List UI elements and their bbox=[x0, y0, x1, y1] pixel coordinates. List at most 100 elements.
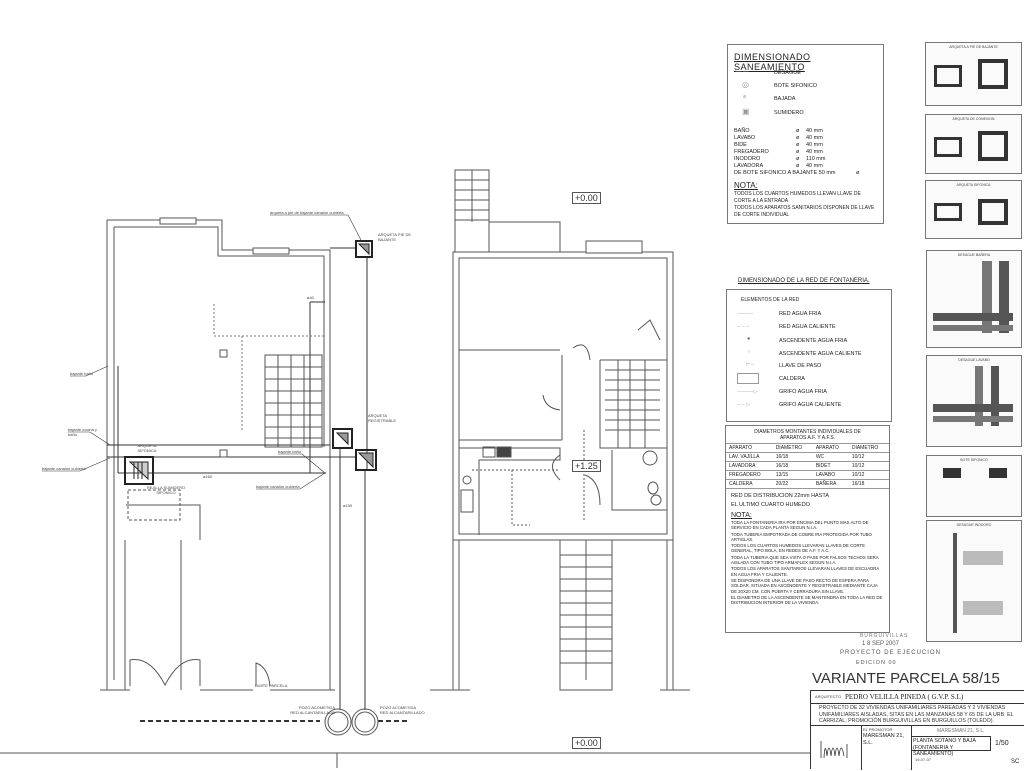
detail-caption: ARQUETA SIFONICA bbox=[956, 183, 991, 187]
manhole-1 bbox=[324, 708, 352, 736]
stamp-edicion: EDICION 00 bbox=[856, 660, 897, 666]
label-arqueta-registrable: ARQUETA REGISTRABLE bbox=[368, 413, 397, 423]
slab-hatch bbox=[933, 313, 1013, 321]
basement-inner-wall bbox=[114, 226, 325, 447]
cell: CALDERA bbox=[726, 479, 773, 488]
detail-arqueta-conexion: ARQUETA DE CONEXION bbox=[925, 114, 1022, 174]
arqueta-final bbox=[355, 449, 377, 471]
drawing-title: VARIANTE PARCELA 58/15 bbox=[812, 670, 1000, 687]
detail-caption: DESAGUE LAVABO bbox=[958, 358, 990, 362]
label-d40: ø40 bbox=[307, 295, 314, 300]
legend-ascendente-fria: ASCENDENTE AGUA FRIA bbox=[779, 338, 848, 344]
llave-paso-icon: ⊢○ bbox=[746, 362, 755, 368]
fecha: 19-07-07 bbox=[915, 757, 932, 762]
row-value: 40 mm bbox=[806, 149, 823, 155]
diam-icon: ø bbox=[856, 170, 860, 176]
diametros-nota: TODOS LOS CUARTOS HUMEDOS LLEVARAN LLAVE… bbox=[731, 543, 865, 554]
header-diametro-2: DIAMETRO bbox=[848, 443, 889, 453]
diam-icon: ø bbox=[796, 142, 800, 148]
grifo-fria-arrow-icon: ———▷ bbox=[737, 389, 758, 395]
propiedad: MARESMAN 21, S.L. bbox=[911, 725, 1024, 736]
detail-caption: ARQUETA A PIE DE BAJANTE bbox=[949, 45, 998, 49]
parcel-door bbox=[255, 662, 271, 687]
callout-bajante-bano-2: bajante baño bbox=[278, 449, 302, 454]
promotor-name: MARESMAN 21, S.L. bbox=[863, 733, 904, 746]
row-value: 40 mm bbox=[806, 163, 823, 169]
saneamiento-diameters: BAÑO ø 40 mm LAVABO ø 40 mm BIDE ø 40 mm FREGA… bbox=[734, 128, 874, 177]
wall-hatch bbox=[991, 366, 999, 426]
saneamiento-nota-2: TODOS LOS APARATOS SANITARIOS DISPONEN D… bbox=[734, 205, 875, 218]
legend-grifo-fria: GRIFO AGUA FRIA bbox=[779, 389, 827, 395]
red-agua-caliente-line-icon: – – – bbox=[737, 324, 750, 330]
level-marker-top: +0.00 bbox=[572, 192, 601, 204]
sumidero-icon: ▣ bbox=[742, 107, 750, 116]
label-pozo-2: POZO ACOMETIDA RED ALCANTARILLADO bbox=[380, 705, 425, 715]
row-value: 110 mm bbox=[806, 156, 826, 162]
detail-caption: DESAGUE INODORO bbox=[956, 523, 992, 527]
plano-name: PLANTA SOTANO Y BAJA (FONTANERIA Y SANEA… bbox=[911, 736, 991, 757]
caldera-icon bbox=[737, 373, 759, 384]
wall-hatch bbox=[999, 261, 1009, 333]
saneamiento-legend: DIMENSIONADO SANEAMIENTO — — DESAGÜE ◎ B… bbox=[727, 44, 884, 224]
fontaneria-legend: ELEMENTOS DE LA RED ——— RED AGUA FRIA – … bbox=[726, 289, 892, 422]
saneamiento-title: DIMENSIONADO SANEAMIENTO bbox=[734, 52, 811, 72]
diam-icon: ø bbox=[796, 128, 800, 134]
promotor-box: EL PROMOTOR MARESMAN 21, S.L. bbox=[861, 725, 912, 770]
legend-red-agua-caliente: RED AGUA CALIENTE bbox=[779, 324, 836, 330]
label-arqueta-pie: ARQUETA PIE DE BAJANTE bbox=[378, 232, 412, 242]
legend-llave-paso: LLAVE DE PASO bbox=[779, 363, 822, 369]
arquitecto-label: ARQUITECTO bbox=[815, 694, 842, 699]
header-aparato: APARATO bbox=[726, 443, 773, 453]
cell: 16/18 bbox=[848, 479, 889, 488]
basement-outer-wall bbox=[107, 219, 331, 690]
legend-ascendente-caliente: ASCENDENTE AGUA CALIENTE bbox=[779, 351, 862, 357]
diam-icon: ø bbox=[796, 149, 800, 155]
cell: 16/18 bbox=[772, 452, 813, 462]
label-arqueta-sifonica: ARQUETA SIFONICA bbox=[137, 443, 157, 453]
diam-icon: ø bbox=[796, 163, 800, 169]
wall-hatch bbox=[953, 533, 957, 633]
row-label: LAVABO bbox=[734, 135, 756, 141]
diametros-nota-title: NOTA: bbox=[731, 512, 752, 519]
arquitecto-name: PEDRO VELILLA PINEDA ( G.V.P. S.L) bbox=[845, 693, 964, 701]
fontaneria-subtitle: ELEMENTOS DE LA RED bbox=[741, 297, 800, 303]
arquitecto-row: ARQUITECTO PEDRO VELILLA PINEDA ( G.V.P.… bbox=[811, 691, 1024, 704]
callout-arqueta-pie: arqueta a pie de bajante canalón cubiert… bbox=[270, 210, 344, 215]
wall-hatch bbox=[982, 261, 992, 333]
label-limite-parcela: LIMITE PARCELA bbox=[255, 683, 288, 688]
slab-hatch bbox=[963, 551, 1003, 565]
row-label: FREGADERO bbox=[734, 149, 769, 155]
diametros-title: DIAMETROS MONTANTES INDIVIDUALES DE APAR… bbox=[754, 429, 861, 441]
detail-section-icon bbox=[934, 137, 962, 157]
arqueta-pie-bajante bbox=[355, 240, 373, 258]
basement-plan bbox=[0, 214, 810, 768]
diametros-panel: DIAMETROS MONTANTES INDIVIDUALES DE APAR… bbox=[725, 425, 890, 633]
label-d150: ø150 bbox=[343, 503, 353, 508]
legend-grifo-caliente: GRIFO AGUA CALIENTE bbox=[779, 402, 842, 408]
row-label: BAÑO bbox=[734, 128, 750, 134]
signature-icon bbox=[820, 741, 848, 759]
red-agua-fria-line-icon: ——— bbox=[737, 311, 754, 317]
diameter-row: BAÑO ø 40 mm bbox=[734, 128, 874, 135]
slab-hatch bbox=[963, 601, 1003, 615]
stamp-proyecto: PROYECTO DE EJECUCION bbox=[840, 650, 941, 656]
plano-numero: SC bbox=[1011, 759, 1020, 765]
callout-bajante-cocina: bajante cocina y baño bbox=[68, 427, 97, 437]
diametros-nota: TODA TUBERIA EMPOTRADA DE COBRE IRA PROT… bbox=[731, 531, 872, 542]
row-value: 40 mm bbox=[806, 128, 823, 134]
row-label: BIDE bbox=[734, 142, 747, 148]
basement-stairs bbox=[264, 354, 323, 448]
symbol-bajada: BAJADA bbox=[774, 96, 796, 102]
cell: LAVADORA bbox=[726, 461, 773, 471]
row-value: 40 mm bbox=[806, 142, 823, 148]
symbol-sumidero: SUMIDERO bbox=[774, 110, 804, 116]
callout-bajante-canalon-2: bajante canalón cubierta bbox=[256, 484, 300, 489]
diam-icon: ø bbox=[796, 135, 800, 141]
diametros-nota: TODA LA FONTANERIA IRA POR ENCIMA DEL PU… bbox=[731, 520, 869, 531]
level-marker-bottom: +0.00 bbox=[572, 737, 601, 749]
slab-hatch bbox=[933, 416, 1013, 422]
detail-section-icon bbox=[934, 203, 962, 221]
